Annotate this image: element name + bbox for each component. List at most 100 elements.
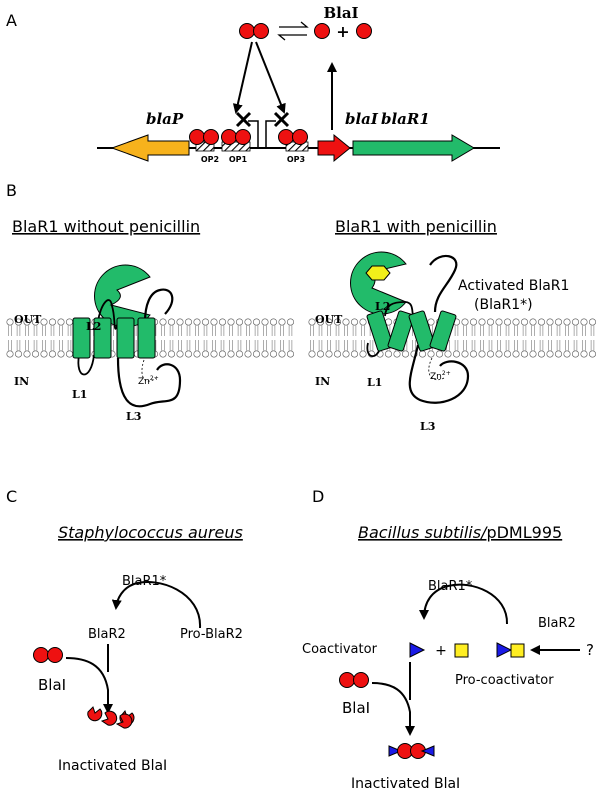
penicillin-molecule: [365, 265, 391, 281]
lipid-head: [478, 350, 486, 358]
operator-op3-label: OP3: [287, 155, 305, 164]
panel-d-procoactivator-label: Pro-coactivator: [455, 673, 554, 688]
lipid-head: [333, 318, 341, 326]
blar1-inactive-zn-site: [141, 359, 157, 382]
lipid-head: [444, 350, 452, 358]
panel-d-activation-arc: [419, 583, 509, 625]
panel-d-inactivation-arrow: [371, 682, 415, 736]
right-zn-label: Zn2+: [430, 370, 451, 382]
lipid-head: [571, 318, 579, 326]
blai-protein-label: BlaI: [323, 4, 358, 22]
equilibrium-arrows: [277, 21, 309, 41]
lipid-head: [176, 318, 184, 326]
lipid-head: [202, 350, 210, 358]
lipid-head: [580, 318, 588, 326]
left-out-label: OUT: [14, 313, 42, 326]
panel-c-blar2: BlaR2: [88, 627, 126, 642]
operator-op1-label: OP1: [229, 155, 248, 164]
blai-bound-op2: [189, 129, 219, 145]
lipid-head: [580, 350, 588, 358]
blar1-activated-tm1: [366, 310, 394, 352]
lipid-head: [384, 350, 392, 358]
lipid-head: [563, 350, 571, 358]
lipid-head: [168, 350, 176, 358]
lipid-head: [503, 318, 511, 326]
panel-d-blar2: BlaR2: [538, 616, 576, 631]
blai-monomer-2: [356, 23, 372, 39]
panel-d-coactivator-triangle: [409, 642, 426, 658]
lipid-head: [546, 350, 554, 358]
lipid-head: [427, 318, 435, 326]
lipid-head: [350, 350, 358, 358]
lipid-head: [219, 318, 227, 326]
lipid-head: [435, 350, 443, 358]
lipid-head: [469, 350, 477, 358]
blar1-inactive-loop-l3: [116, 357, 182, 408]
lipid-head: [503, 350, 511, 358]
lipid-head: [495, 350, 503, 358]
lipid-head: [210, 350, 218, 358]
left-zn-label: Zn2+: [138, 375, 159, 387]
blar1-activated: [350, 251, 470, 404]
panel-d-inactivated-complex: [388, 743, 435, 759]
lipid-head: [563, 318, 571, 326]
repression-arrow-right: [255, 41, 286, 114]
right-l3-label: L3: [420, 420, 435, 433]
panel-d-plus: +: [435, 643, 447, 659]
lipid-head: [342, 318, 350, 326]
lipid-head: [261, 318, 269, 326]
lipid-head: [269, 350, 277, 358]
panel-b: B BlaR1 without penicillin BlaR1 with pe…: [6, 181, 596, 433]
panel-d: D Bacillus subtilis/pDML995 BlaR1* BlaR2…: [302, 487, 594, 792]
lipid-head: [48, 350, 56, 358]
panel-a: A BlaI + blaP OP2 OP1 OP3: [6, 4, 500, 164]
lipid-head: [227, 350, 235, 358]
right-l1-label: L1: [367, 376, 382, 389]
lipid-head: [253, 318, 261, 326]
activated-blar1-label: Activated BlaR1: [458, 278, 569, 294]
lipid-head: [23, 318, 31, 326]
blai-gene-label: blaI: [345, 110, 379, 128]
operator-op2-label: OP2: [201, 155, 219, 164]
lipid-head: [210, 318, 218, 326]
lipid-head: [66, 350, 74, 358]
block-cross-left: [235, 111, 252, 128]
lipid-head: [6, 318, 14, 326]
lipid-head: [359, 318, 367, 326]
left-l3-label: L3: [126, 410, 141, 423]
lipid-head: [15, 318, 23, 326]
blap-gene-arrow: [110, 134, 190, 162]
operator-op1-box: [221, 141, 251, 152]
left-l1-label: L1: [72, 388, 87, 401]
lipid-head: [23, 350, 31, 358]
blar1-activated-linker: [429, 254, 458, 313]
lipid-head: [236, 350, 244, 358]
panel-d-blai-dimer: [339, 672, 369, 688]
lipid-head: [168, 318, 176, 326]
lipid-head: [546, 318, 554, 326]
panel-c: C Staphylococcus aureus BlaR1* BlaR2 Pro…: [6, 487, 243, 774]
panel-d-free-square: [454, 643, 469, 658]
panel-c-blai-label: BlaI: [38, 676, 66, 694]
lipid-head: [512, 350, 520, 358]
lipid-head: [159, 350, 167, 358]
lipid-head: [393, 350, 401, 358]
lipid-head: [15, 350, 23, 358]
lipid-head: [308, 318, 316, 326]
blar1-inactive-linker: [143, 288, 174, 323]
lipid-head: [333, 350, 341, 358]
panel-d-blar1-star: BlaR1*: [428, 579, 473, 594]
panel-c-cleaved-blai: [87, 706, 135, 729]
lipid-head: [588, 350, 596, 358]
block-cross-right: [273, 111, 290, 128]
lipid-head: [244, 318, 252, 326]
panel-b-left-title: BlaR1 without penicillin: [12, 217, 200, 236]
lipid-head: [308, 350, 316, 358]
lipid-head: [316, 350, 324, 358]
lipid-head: [520, 350, 528, 358]
panel-c-pro-blar2: Pro-BlaR2: [180, 627, 243, 642]
panel-c-activation-arc: [111, 580, 202, 629]
panel-a-letter: A: [6, 11, 17, 30]
plus-sign-a: +: [336, 22, 349, 41]
promoter-arrow-right: [265, 120, 276, 148]
